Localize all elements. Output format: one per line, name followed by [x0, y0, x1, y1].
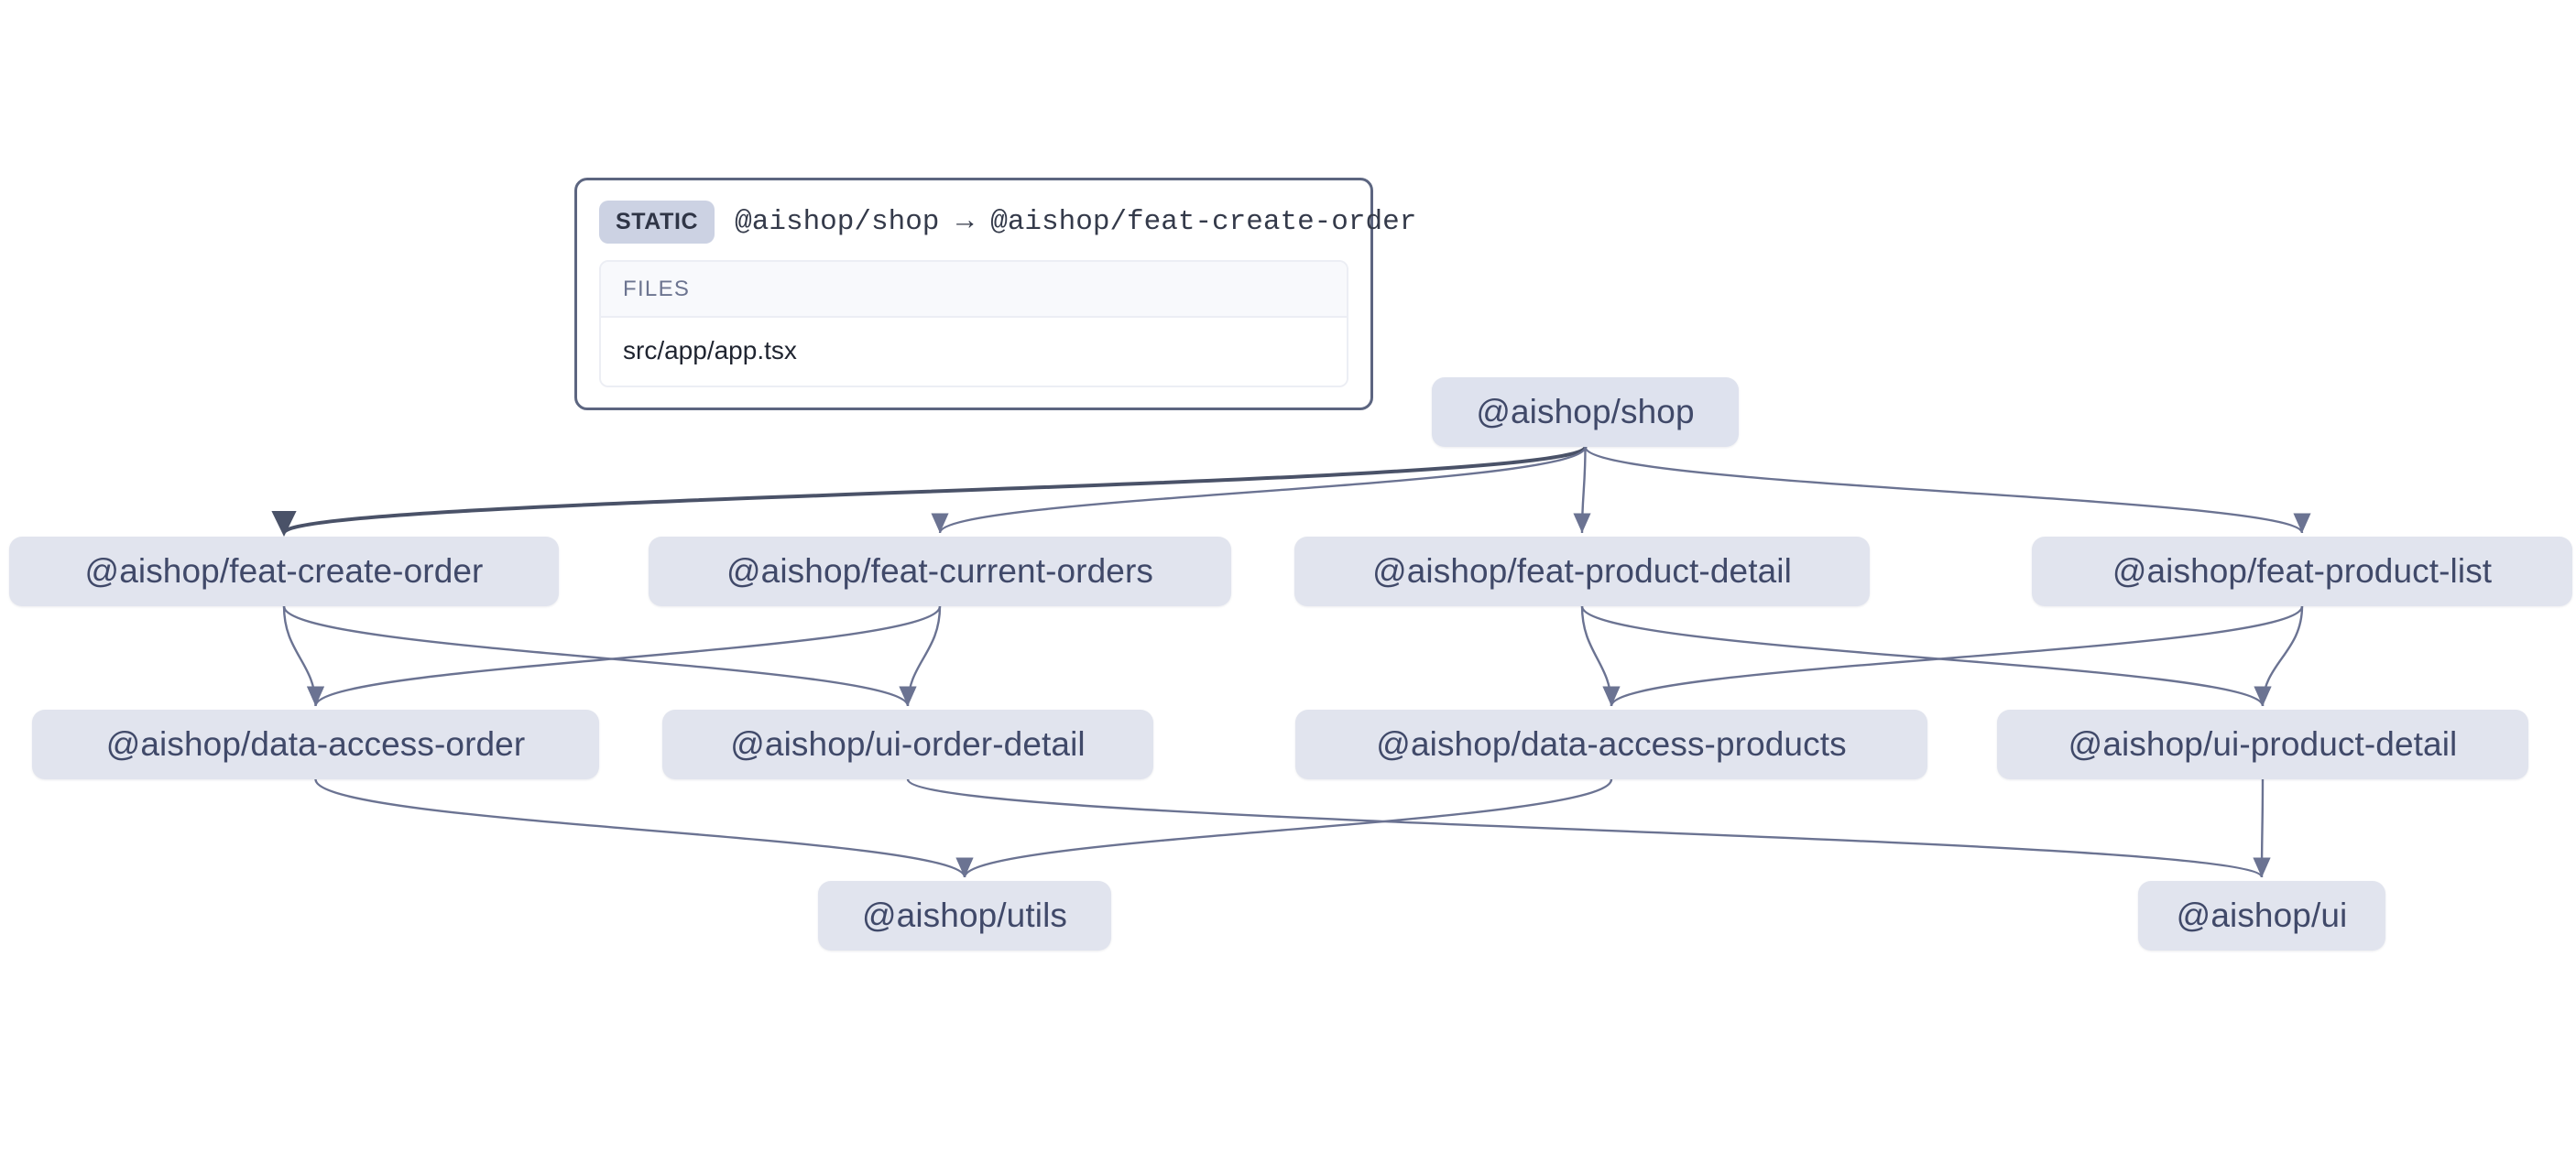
static-badge: STATIC	[599, 201, 715, 244]
graph-edge-feat-current-orders-to-data-access-order[interactable]	[307, 605, 942, 707]
graph-node-data-access-order[interactable]: @aishop/data-access-order	[32, 710, 599, 779]
graph-node-feat-current-orders[interactable]: @aishop/feat-current-orders	[649, 537, 1231, 606]
graph-edge-shop-to-feat-product-detail[interactable]	[1573, 446, 1591, 534]
graph-edge-data-access-order-to-utils[interactable]	[314, 778, 974, 878]
graph-node-label: @aishop/shop	[1476, 393, 1695, 430]
graph-node-label: @aishop/feat-product-list	[2112, 552, 2493, 590]
graph-node-label: @aishop/utils	[862, 897, 1067, 934]
tooltip-title: @aishop/shop → @aishop/feat-create-order	[735, 206, 1417, 238]
graph-node-shop[interactable]: @aishop/shop	[1432, 377, 1739, 447]
graph-edge-shop-to-feat-product-list[interactable]	[1584, 446, 2311, 534]
file-list-item[interactable]: src/app/app.tsx	[601, 318, 1347, 386]
graph-node-label: @aishop/feat-current-orders	[726, 552, 1153, 590]
graph-edge-feat-product-list-to-ui-product-detail[interactable]	[2254, 605, 2304, 707]
graph-node-ui[interactable]: @aishop/ui	[2138, 881, 2385, 951]
graph-edge-ui-order-detail-to-ui[interactable]	[906, 778, 2270, 879]
graph-node-label: @aishop/feat-create-order	[84, 552, 484, 590]
files-header: FILES	[601, 262, 1347, 318]
graph-node-ui-order-detail[interactable]: @aishop/ui-order-detail	[662, 710, 1153, 779]
graph-node-feat-create-order[interactable]: @aishop/feat-create-order	[9, 537, 559, 606]
graph-node-utils[interactable]: @aishop/utils	[818, 881, 1111, 951]
graph-edge-data-access-products-to-utils[interactable]	[955, 778, 1613, 878]
graph-node-ui-product-detail[interactable]: @aishop/ui-product-detail	[1997, 710, 2528, 779]
graph-node-label: @aishop/data-access-order	[105, 725, 526, 763]
graph-edge-shop-to-feat-create-order[interactable]	[272, 445, 1588, 537]
graph-node-feat-product-list[interactable]: @aishop/feat-product-list	[2032, 537, 2572, 606]
graph-edge-feat-create-order-to-data-access-order[interactable]	[282, 605, 325, 707]
graph-edge-ui-product-detail-to-ui[interactable]	[2253, 778, 2271, 878]
graph-edge-shop-to-feat-current-orders[interactable]	[931, 446, 1587, 534]
graph-edge-feat-current-orders-to-ui-order-detail[interactable]	[899, 605, 942, 707]
graph-node-label: @aishop/ui-product-detail	[2068, 725, 2458, 763]
graph-node-label: @aishop/data-access-products	[1376, 725, 1847, 763]
graph-edge-feat-product-list-to-data-access-products[interactable]	[1602, 605, 2304, 707]
files-panel: FILES src/app/app.tsx	[599, 260, 1348, 387]
graph-node-data-access-products[interactable]: @aishop/data-access-products	[1295, 710, 1927, 779]
graph-node-label: @aishop/ui-order-detail	[730, 725, 1086, 763]
graph-node-label: @aishop/ui	[2176, 897, 2348, 934]
graph-edge-feat-product-detail-to-ui-product-detail[interactable]	[1580, 605, 2272, 707]
graph-node-feat-product-detail[interactable]: @aishop/feat-product-detail	[1294, 537, 1870, 606]
edge-tooltip-card[interactable]: STATIC @aishop/shop → @aishop/feat-creat…	[574, 178, 1416, 410]
graph-node-label: @aishop/feat-product-detail	[1372, 552, 1792, 590]
tooltip-header: STATIC @aishop/shop → @aishop/feat-creat…	[599, 201, 1416, 260]
graph-edge-feat-create-order-to-ui-order-detail[interactable]	[282, 605, 917, 707]
graph-edge-feat-product-detail-to-data-access-products[interactable]	[1580, 605, 1621, 707]
